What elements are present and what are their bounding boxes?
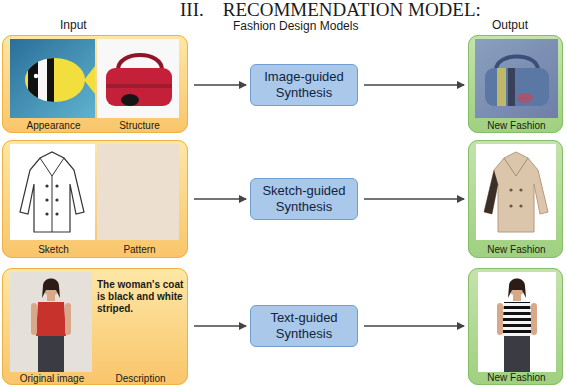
image-caption: Sketch bbox=[11, 244, 96, 256]
arrow-connector bbox=[364, 84, 464, 86]
output-panel: New Fashion bbox=[468, 140, 563, 258]
arrow-connector bbox=[364, 325, 464, 327]
model-name: Sketch-guided Synthesis bbox=[257, 183, 351, 215]
process-box: Sketch-guided Synthesis bbox=[250, 178, 358, 220]
image-caption: New Fashion bbox=[469, 244, 564, 256]
column-header: Fashion Design Models bbox=[233, 19, 358, 33]
description-text: The woman's coat is black and white stri… bbox=[97, 279, 185, 315]
image-caption: Structure bbox=[98, 120, 181, 132]
input-panel: SketchPattern bbox=[2, 140, 188, 258]
section-title: III. RECOMMENDATION MODEL: bbox=[180, 0, 481, 20]
column-header: Input bbox=[60, 18, 87, 32]
image-caption: New Fashion bbox=[469, 372, 564, 384]
model-name: Text-guided Synthesis bbox=[257, 310, 351, 342]
arrow-connector bbox=[194, 84, 246, 86]
column-header: Output bbox=[492, 18, 528, 32]
process-box: Image-guided Synthesis bbox=[250, 64, 358, 106]
arrow-connector bbox=[194, 198, 246, 200]
image-caption: Original image bbox=[6, 373, 98, 385]
image-caption: Pattern bbox=[98, 244, 181, 256]
process-box: Text-guided Synthesis bbox=[250, 305, 358, 347]
arrow-connector bbox=[364, 198, 464, 200]
output-panel: New Fashion bbox=[468, 35, 563, 133]
image-caption: New Fashion bbox=[469, 120, 564, 132]
input-panel: The woman's coat is black and white stri… bbox=[2, 268, 188, 385]
output-panel: New Fashion bbox=[468, 268, 563, 385]
model-name: Image-guided Synthesis bbox=[257, 69, 351, 101]
image-caption: Description bbox=[98, 373, 183, 385]
arrow-connector bbox=[194, 325, 246, 327]
input-panel: AppearanceStructure bbox=[2, 35, 188, 133]
image-caption: Appearance bbox=[11, 120, 96, 132]
